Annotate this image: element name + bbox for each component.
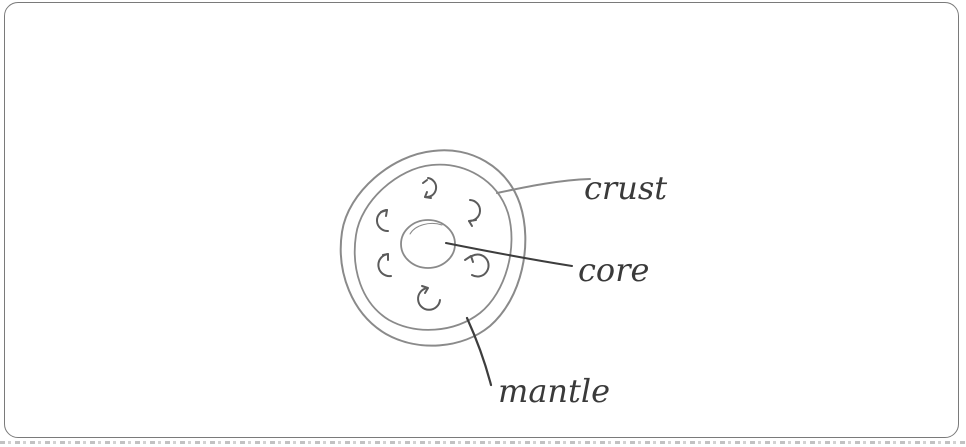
core-inner-highlight: [410, 223, 442, 234]
convection-arrow-icon: [423, 178, 436, 198]
convection-arrow-icon: [418, 286, 440, 310]
convection-arrow-icon: [469, 200, 480, 226]
crust-inner-boundary: [355, 165, 512, 330]
crust-label: crust: [584, 169, 667, 207]
scan-artifact-line: [0, 441, 966, 444]
mantle-label: mantle: [498, 372, 610, 410]
convection-arrow-icon: [465, 254, 489, 276]
convection-arrow-icon: [377, 210, 388, 231]
convection-arrow-icon: [378, 254, 391, 276]
core-label: core: [578, 251, 649, 289]
